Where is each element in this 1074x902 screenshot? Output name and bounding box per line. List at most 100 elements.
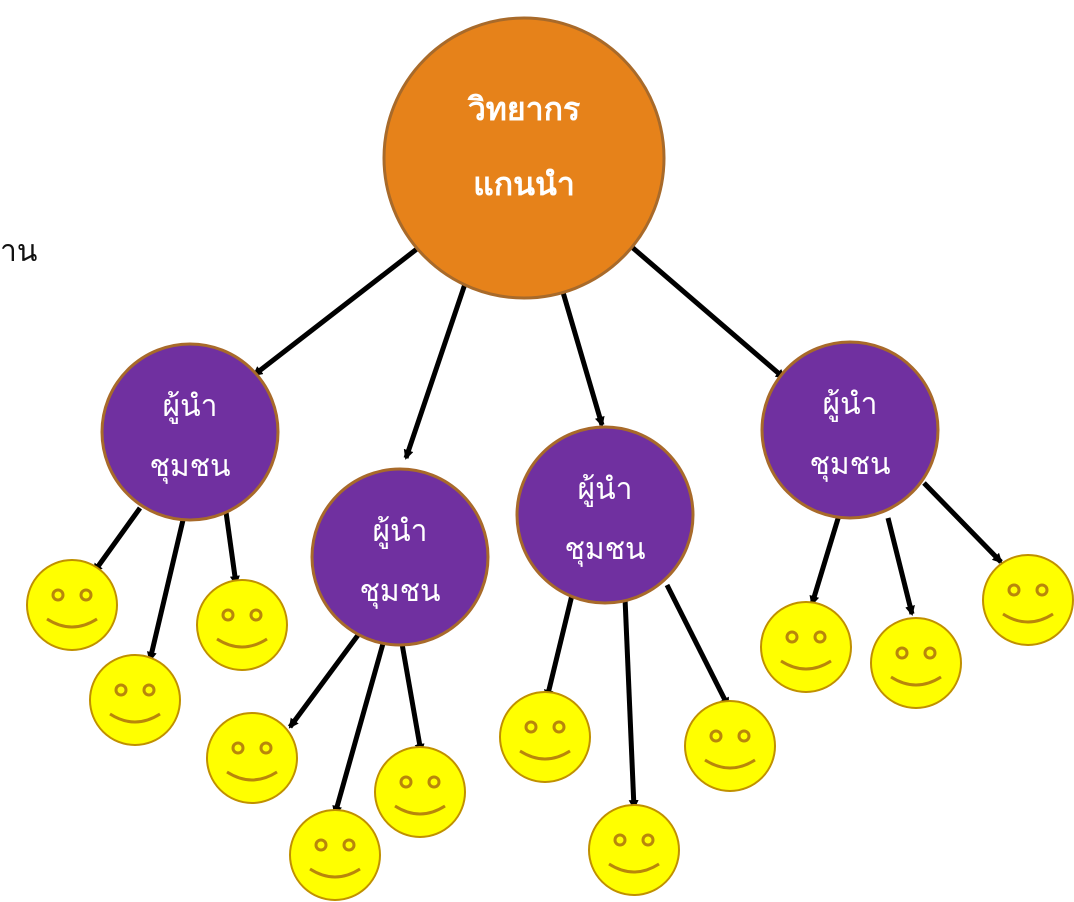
smiley-face	[684, 700, 776, 792]
leader-label-line1: ผู้นำ	[163, 389, 218, 424]
smiley-face	[982, 554, 1074, 646]
smiley-left-eye	[895, 646, 909, 660]
smiley-face	[588, 804, 680, 896]
smiley-left-eye	[1007, 583, 1021, 597]
arrow-leader-1-to-member-2	[146, 519, 186, 662]
smiley-face	[870, 617, 962, 709]
leader-label-line2: ชุมชน	[809, 447, 890, 483]
arrows-layer	[91, 240, 1003, 816]
arrow-leader-1-to-member-3	[223, 511, 240, 586]
smiley-left-eye	[613, 833, 627, 847]
smiley-right-eye	[79, 588, 93, 602]
smiley-right-eye	[249, 608, 263, 622]
smiley-left-eye	[709, 729, 723, 743]
arrow-leader-2-to-member-1	[287, 625, 367, 729]
leader-circle	[100, 342, 280, 522]
member-smiley-1-1	[26, 559, 118, 651]
side-text-fragment: าน	[0, 234, 38, 269]
smiley-mouth	[394, 804, 446, 816]
leader-node-2: ผู้นำชุมชน	[310, 467, 490, 647]
smiley-left-eye	[524, 720, 538, 734]
smiley-face	[26, 559, 118, 651]
smiley-mouth	[704, 758, 756, 770]
smiley-left-eye	[221, 608, 235, 622]
smiley-right-eye	[427, 775, 441, 789]
smiley-face	[374, 746, 466, 838]
member-smiley-3-1	[499, 691, 591, 783]
member-smiley-3-3	[684, 700, 776, 792]
arrow-leader-4-to-member-2	[885, 517, 915, 616]
smiley-mouth	[519, 749, 571, 761]
smiley-right-eye	[737, 729, 751, 743]
member-smiley-1-3	[196, 579, 288, 671]
member-smiley-4-3	[982, 554, 1074, 646]
root-circle	[382, 16, 666, 300]
smiley-mouth	[309, 867, 361, 879]
leader-label-line1: ผู้นำ	[823, 387, 878, 422]
smiley-mouth	[46, 617, 98, 629]
member-smiley-2-3	[374, 746, 466, 838]
leader-node-4: ผู้นำชุมชน	[760, 340, 940, 520]
arrow-leader-3-to-member-1	[544, 594, 575, 700]
member-smiley-2-2	[289, 809, 381, 901]
arrow-root-to-leader-4	[624, 240, 786, 380]
nodes-layer: วิทยากรแกนนำผู้นำชุมชนผู้นำชุมชนผู้นำชุม…	[26, 16, 1074, 901]
leader-label-line2: ชุมชน	[564, 532, 645, 568]
arrow-leader-4-to-member-3	[922, 481, 1003, 564]
member-smiley-4-1	[760, 601, 852, 693]
leader-circle	[515, 425, 695, 605]
arrow-root-to-leader-1	[252, 243, 424, 377]
smiley-left-eye	[785, 630, 799, 644]
smiley-right-eye	[813, 630, 827, 644]
leader-circle	[760, 340, 940, 520]
smiley-left-eye	[231, 741, 245, 755]
smiley-face	[206, 712, 298, 804]
leader-node-3: ผู้นำชุมชน	[515, 425, 695, 605]
smiley-right-eye	[142, 683, 156, 697]
smiley-left-eye	[51, 588, 65, 602]
leader-label-line1: ผู้นำ	[373, 514, 428, 549]
arrow-root-to-leader-3	[557, 281, 605, 427]
smiley-right-eye	[342, 838, 356, 852]
smiley-right-eye	[259, 741, 273, 755]
smiley-right-eye	[641, 833, 655, 847]
member-smiley-4-2	[870, 617, 962, 709]
smiley-right-eye	[1035, 583, 1049, 597]
arrow-leader-3-to-member-2	[622, 597, 639, 810]
smiley-face	[499, 691, 591, 783]
member-smiley-1-2	[89, 654, 181, 746]
leader-circle	[310, 467, 490, 647]
smiley-right-eye	[923, 646, 937, 660]
smiley-mouth	[226, 770, 278, 782]
arrow-root-to-leader-2	[403, 274, 471, 460]
smiley-face	[196, 579, 288, 671]
smiley-mouth	[1002, 612, 1054, 624]
smiley-left-eye	[399, 775, 413, 789]
arrow-leader-2-to-member-2	[332, 639, 387, 816]
arrow-leader-2-to-member-3	[398, 637, 425, 754]
root-label-line1: วิทยากร	[467, 90, 580, 128]
smiley-mouth	[608, 862, 660, 874]
smiley-left-eye	[314, 838, 328, 852]
arrow-leader-3-to-member-3	[664, 583, 731, 708]
leader-label-line2: ชุมชน	[149, 449, 230, 485]
smiley-mouth	[890, 675, 942, 687]
leader-label-line2: ชุมชน	[359, 574, 440, 610]
smiley-left-eye	[114, 683, 128, 697]
leader-node-1: ผู้นำชุมชน	[100, 342, 280, 522]
smiley-face	[89, 654, 181, 746]
smiley-mouth	[216, 637, 268, 649]
leader-label-line1: ผู้นำ	[578, 472, 633, 507]
smiley-mouth	[109, 712, 161, 724]
smiley-mouth	[780, 659, 832, 671]
member-smiley-2-1	[206, 712, 298, 804]
smiley-face	[760, 601, 852, 693]
arrow-leader-1-to-member-1	[91, 506, 143, 574]
arrow-leader-4-to-member-1	[809, 511, 843, 606]
smiley-face	[289, 809, 381, 901]
member-smiley-3-2	[588, 804, 680, 896]
root-label-line2: แกนนำ	[473, 165, 575, 203]
smiley-right-eye	[552, 720, 566, 734]
